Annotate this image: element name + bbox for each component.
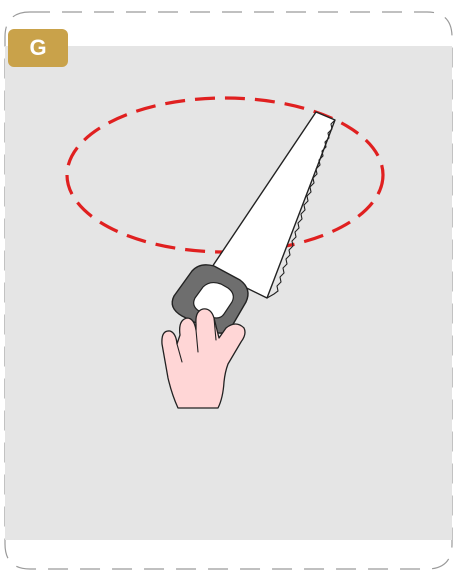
panel-label-badge: G	[8, 29, 68, 67]
